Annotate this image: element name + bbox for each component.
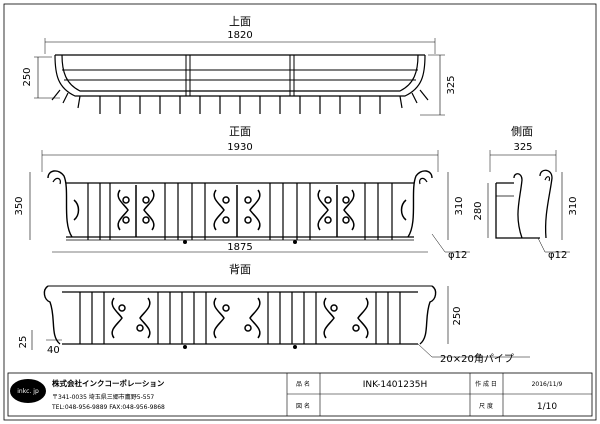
front-view-title: 正面 — [229, 125, 251, 138]
logo-text: inkc. jp — [17, 388, 39, 395]
label-created-date: 作 成 日 — [475, 380, 497, 388]
back-right-dimension: 250 — [452, 306, 463, 325]
company-logo — [10, 379, 46, 403]
back-view-title: 背面 — [229, 262, 251, 276]
back-left-dimension: 25 — [18, 336, 29, 349]
label-product-name: 品 名 — [296, 380, 310, 388]
side-left-dimension: 280 — [473, 201, 484, 220]
drawing-border — [3, 3, 597, 421]
top-width-dimension: 1820 — [227, 30, 252, 41]
top-view: 上面 1820 — [22, 15, 457, 116]
front-view: 正面 1930 — [14, 125, 470, 261]
front-left-dimension: 350 — [14, 196, 25, 215]
back-view: 背面 250 — [18, 262, 530, 365]
product-code: INK-1401235H — [363, 380, 427, 390]
side-pipe-note: φ12 — [548, 250, 567, 261]
company-contact: TEL:048-956-9889 FAX:048-956-9868 — [51, 404, 165, 411]
created-date: 2016/11/9 — [532, 381, 563, 388]
front-right-dimension: 310 — [454, 196, 465, 215]
side-view: 側面 325 280 310 φ12 — [473, 125, 579, 261]
top-view-title: 上面 — [229, 15, 251, 28]
top-left-dimension: 250 — [22, 67, 33, 86]
side-right-dimension: 310 — [568, 196, 579, 215]
company-name: 株式会社インクコーポレーション — [52, 378, 165, 388]
label-drawing-name: 図 名 — [296, 402, 310, 410]
top-right-dimension: 325 — [446, 75, 457, 94]
front-overall-dimension: 1930 — [227, 142, 252, 153]
side-view-title: 側面 — [511, 125, 533, 138]
side-width-dimension: 325 — [513, 142, 532, 153]
front-pipe-note: φ12 — [448, 250, 467, 261]
label-scale: 尺 度 — [479, 402, 493, 410]
scale-value: 1/10 — [537, 402, 557, 412]
title-block: inkc. jp 株式会社インクコーポレーション 〒341-0035 埼玉県三郷… — [7, 372, 593, 417]
back-pipe-note: 20×20角パイプ — [440, 353, 514, 365]
company-address: 〒341-0035 埼玉県三郷市鷹野5-557 — [52, 393, 154, 401]
back-bottom-dimension: 40 — [47, 345, 60, 356]
front-bottom-dimension: 1875 — [227, 242, 252, 253]
